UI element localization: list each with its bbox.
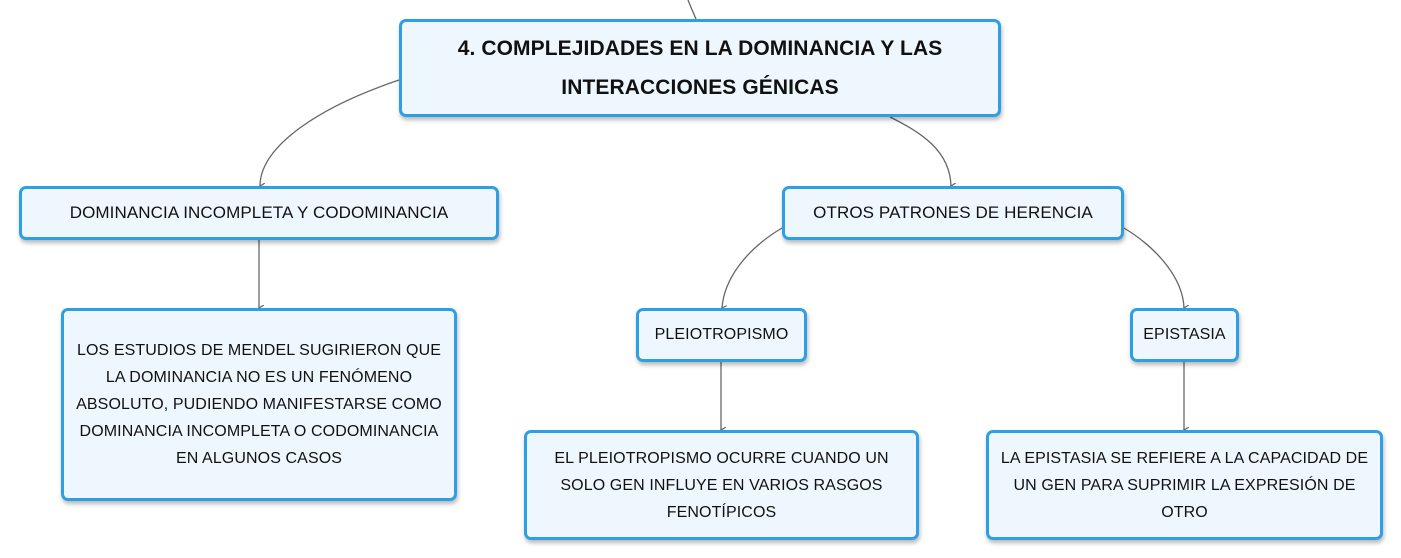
connector-root-to-otros: [889, 116, 951, 186]
dominancia-description-text: LOS ESTUDIOS DE MENDEL SUGIRIERON QUE LA…: [76, 342, 442, 467]
otros-patrones-node[interactable]: OTROS PATRONES DE HERENCIA: [782, 186, 1124, 240]
epistasia-label: EPISTASIA: [1143, 326, 1226, 343]
root-topic-node[interactable]: 4. COMPLEJIDADES EN LA DOMINANCIA Y LAS …: [399, 19, 1001, 117]
pleiotropismo-description-text: EL PLEIOTROPISMO OCURRE CUANDO UN SOLO G…: [554, 449, 889, 521]
pleiotropismo-description-node[interactable]: EL PLEIOTROPISMO OCURRE CUANDO UN SOLO G…: [524, 430, 919, 540]
connector-otros-to-epistasia: [1123, 227, 1184, 308]
dominancia-label: DOMINANCIA INCOMPLETA Y CODOMINANCIA: [69, 203, 449, 222]
pleiotropismo-label: PLEIOTROPISMO: [654, 326, 789, 343]
epistasia-description-node[interactable]: LA EPISTASIA SE REFIERE A LA CAPACIDAD D…: [986, 430, 1383, 540]
connector-parent-to-root: [687, 0, 697, 20]
root-topic-title: 4. COMPLEJIDADES EN LA DOMINANCIA Y LAS …: [457, 37, 943, 99]
epistasia-description-text: LA EPISTASIA SE REFIERE A LA CAPACIDAD D…: [1000, 449, 1369, 521]
pleiotropismo-node[interactable]: PLEIOTROPISMO: [636, 308, 807, 362]
connector-otros-to-pleiotropismo: [722, 227, 783, 308]
otros-patrones-label: OTROS PATRONES DE HERENCIA: [813, 203, 1093, 222]
dominancia-node[interactable]: DOMINANCIA INCOMPLETA Y CODOMINANCIA: [19, 186, 499, 240]
dominancia-description-node[interactable]: LOS ESTUDIOS DE MENDEL SUGIRIERON QUE LA…: [61, 308, 457, 501]
epistasia-node[interactable]: EPISTASIA: [1130, 308, 1239, 362]
connector-root-to-dominancia: [260, 79, 400, 186]
